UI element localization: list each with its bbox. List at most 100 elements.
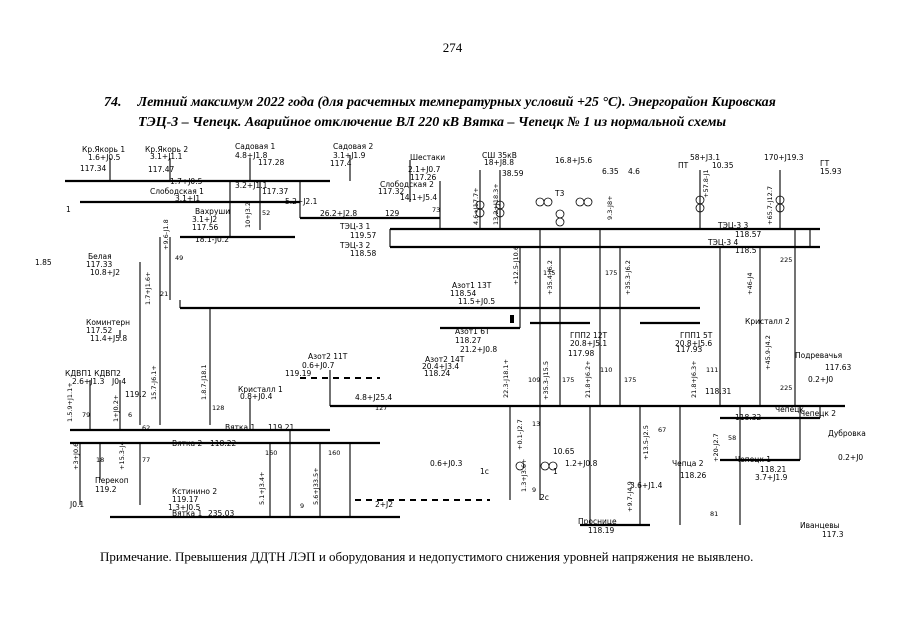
vertical-flow: +9.7-J4.9 (626, 481, 634, 512)
line-number: 111 (706, 366, 718, 374)
vertical-flow: +9.6-J1.8 (162, 219, 170, 250)
node-name: СШ 35кВ (482, 151, 517, 160)
vertical-flow: +35.3-J15.5 (542, 361, 550, 400)
line-number: 67 (658, 426, 666, 434)
node-load: 2.6+J1.3 (72, 377, 105, 386)
line-number: 128 (212, 404, 224, 412)
node-voltage: 117.4 (330, 159, 352, 168)
line-number: 175 (605, 269, 617, 277)
line-number: 110 (600, 366, 612, 374)
node-name: Слободская 1 (150, 187, 204, 196)
flow-label: 26.2+J2.8 (320, 209, 357, 218)
node-load: J0.1 (69, 500, 84, 509)
line-number: 62 (142, 424, 150, 432)
line-number: 175 (562, 376, 574, 384)
node-voltage: 117.28 (258, 158, 284, 167)
vertical-flow: 1+J0.2+ (112, 395, 120, 422)
node-name: Подревачья (795, 351, 842, 360)
vertical-flow: 5.6+J33.5+ (312, 467, 320, 505)
line-number: 175 (543, 269, 555, 277)
node-voltage: 38.59 (502, 169, 524, 178)
node-voltage: 119.57 (350, 231, 376, 240)
node-voltage: 117.56 (192, 223, 218, 232)
node-name: Кстинино 2 (172, 487, 217, 496)
vertical-flow: 21.8+J6.2+ (584, 360, 592, 398)
node-voltage: 118.22 (210, 439, 236, 448)
vertical-flow: +45.9-J4.2 (764, 335, 772, 370)
line-number: 160 (265, 449, 277, 457)
node-voltage: 118.27 (455, 336, 481, 345)
node-name: ТЭЦ-3 3 (717, 221, 749, 230)
node-voltage: 117.3 (822, 530, 844, 539)
vertical-flow: 1.5.9+J1.1+ (66, 382, 74, 422)
vertical-flow: 9.3-J8+ (606, 195, 614, 220)
node-name: Вятка 1 (172, 509, 203, 518)
node-load: 16.8+J5.6 (555, 156, 592, 165)
vertical-flow: +46-J4 (746, 273, 754, 295)
node-voltage: 118.5 (735, 246, 757, 255)
flow-label: 3.2+J1.1 (235, 181, 268, 190)
node-load: 2.1+J0.7 (408, 165, 441, 174)
vertical-flow: 5.1+J3.4+ (258, 472, 266, 505)
node-name: Белая (88, 252, 112, 261)
node-voltage: 117.34 (80, 164, 106, 173)
line-number: 9 (300, 502, 304, 510)
flow-label: 1 (66, 205, 71, 214)
node-load: 10.8+J2 (90, 268, 120, 277)
vertical-flow-labels: +9.6-J1.8 10+J3.2 1.7+J1.6+ 1.8.7-J18.1 … (66, 169, 774, 512)
node-load: 4.8+J1.8 (235, 151, 268, 160)
node-voltage: 117.63 (825, 363, 851, 372)
node-name: КДВП1 КДВП2 (65, 369, 121, 378)
node-voltage: 117.52 (86, 326, 112, 335)
line-number: 9 (532, 486, 536, 494)
node-voltage: 119.19 (285, 369, 311, 378)
node-load: 0.2+J0 (808, 375, 833, 384)
node-load: 3.1+J1.9 (333, 151, 366, 160)
node-name: Чепецк (775, 405, 804, 414)
line-number: 73 (432, 206, 440, 214)
node-voltage: 118.21 (760, 465, 786, 474)
node-name: Иванцевы (800, 521, 840, 530)
node-name: Садовая 1 (235, 142, 276, 151)
flow-label: 5.2+J2.1 (285, 197, 318, 206)
node-name: Чепца 2 (672, 459, 704, 468)
line-flow-labels: 1.7+J0.5 3.2+J1.1 5.2+J2.1 26.2+J2.8 129… (35, 167, 792, 518)
line-number: 18 (96, 456, 104, 464)
line-number: 6 (128, 411, 132, 419)
node-load: 3.7+J1.9 (755, 473, 788, 482)
vertical-flow: +57.8-J1 (702, 169, 710, 198)
node-load: 58+J3.1 (690, 153, 720, 162)
flow-label: 1 (553, 467, 558, 476)
node-name: Азот1 6Т (455, 327, 490, 336)
node-voltage: 15.93 (820, 167, 842, 176)
node-name: Кристалл 2 (745, 317, 790, 326)
node-name: Азот2 14Т (425, 355, 465, 364)
flow-label: 1.7+J0.5 (170, 177, 203, 186)
vertical-flow: +3+J0.6 (72, 443, 80, 470)
node-load: 0.6+J0.7 (302, 361, 335, 370)
node-voltage: 117.93 (676, 345, 702, 354)
node-name: Чепецк 1 (735, 455, 771, 464)
node-load: 18+J8.8 (484, 158, 514, 167)
node-load: 20.8+J5.6 (675, 339, 712, 348)
node-name: ТЭЦ-3 1 (339, 222, 371, 231)
node-name: Т3 (554, 189, 565, 198)
diagram-heading: 74. Летний максимум 2022 года (для расче… (104, 93, 874, 133)
node-voltage: 10.35 (712, 161, 734, 170)
node-name: Проснице (578, 517, 617, 526)
node-voltage: 117.33 (86, 260, 112, 269)
line-number: 21 (160, 290, 168, 298)
node-name: ПТ (678, 161, 689, 170)
flow-label: 10.65 (553, 447, 575, 456)
node-voltage: 117.32 (378, 187, 404, 196)
node-name: Азот2 11Т (308, 352, 348, 361)
vertical-flow: 1.3+J3.6+ (520, 459, 528, 492)
node-load: 21.2+J0.8 (460, 345, 497, 354)
vertical-flow: 15.7-J6.1+ (150, 365, 158, 400)
node-load: 3.6+J1.4 (630, 481, 663, 490)
line-number: 127 (375, 404, 387, 412)
node-voltage: 6.35 (602, 167, 619, 176)
flow-label: 2с (540, 493, 549, 502)
vertical-flow: +13.5-J2.5 (642, 425, 650, 460)
